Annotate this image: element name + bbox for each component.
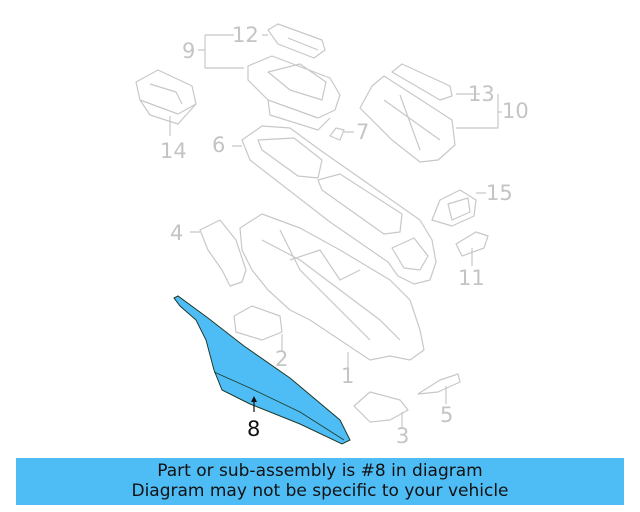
part-12-lid <box>267 23 326 59</box>
callout-15: 15 <box>486 181 513 205</box>
callout-11: 11 <box>458 266 485 290</box>
part-1-frame <box>239 213 425 361</box>
part-7-clip <box>329 127 345 141</box>
part-5-strip <box>417 373 461 395</box>
callout-6: 6 <box>212 133 226 157</box>
callout-3: 3 <box>396 424 410 448</box>
callout-8: 8 <box>247 417 261 441</box>
part-8-trim-panel <box>173 295 351 445</box>
part-4-bracket <box>199 219 247 287</box>
part-15-vent <box>431 189 477 227</box>
part-2-bracket <box>233 305 283 341</box>
part-11-switch <box>455 231 489 257</box>
part-13-lid <box>391 63 453 101</box>
callout-4: 4 <box>170 221 184 245</box>
info-banner: Part or sub-assembly is #8 in diagram Di… <box>16 458 624 505</box>
callout-7: 7 <box>356 120 370 144</box>
callout-13: 13 <box>468 82 495 106</box>
part-10-housing <box>359 75 456 163</box>
part-3-bracket <box>353 391 409 423</box>
callout-5: 5 <box>440 403 454 427</box>
callout-9: 9 <box>182 39 196 63</box>
callout-2: 2 <box>275 347 289 371</box>
callout-1: 1 <box>341 364 355 388</box>
banner-line-1: Part or sub-assembly is #8 in diagram <box>157 461 483 481</box>
part-14-tray <box>135 69 197 125</box>
part-9-insert <box>247 55 341 131</box>
callout-14: 14 <box>160 139 187 163</box>
part-6-console <box>241 125 437 285</box>
callout-12: 12 <box>232 23 259 47</box>
banner-line-2: Diagram may not be specific to your vehi… <box>131 481 509 501</box>
callout-10: 10 <box>502 99 529 123</box>
parts-diagram <box>135 23 502 445</box>
